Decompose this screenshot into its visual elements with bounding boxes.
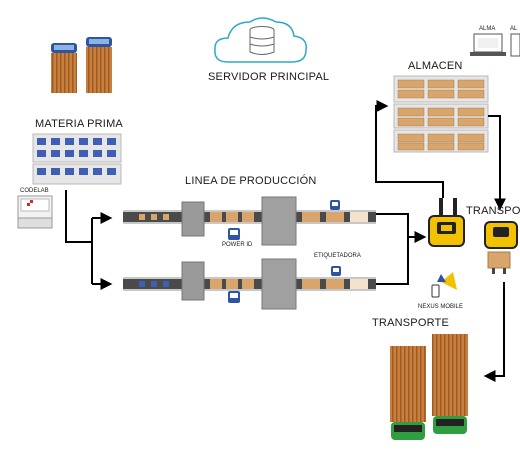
raw-material-label: MATERIA PRIMA: [35, 118, 123, 130]
nexus-scanner-icon: [428, 198, 465, 247]
codelab-printer-icon: [17, 195, 53, 229]
server-label: SERVIDOR PRINCIPAL: [208, 71, 330, 83]
warehouse-label: ALMACEN: [408, 60, 463, 72]
transport-top-label: TRANSPORTE: [466, 205, 520, 217]
flow-arrow-raw-to-lines: [65, 190, 113, 290]
warehouse-shelf-icon: [393, 75, 489, 153]
codelab-label: CODELAB: [20, 188, 49, 194]
flow-arrow-to-trucks: [483, 282, 505, 382]
laptop-icon: [470, 33, 520, 57]
nexus-mobile-label: NEXUS MOBILE: [418, 304, 464, 310]
alma-label: ALMA: [479, 26, 496, 32]
nexus-mobile-icon: [431, 272, 457, 298]
power-id-device-icon: [228, 228, 240, 303]
labeler-label: ETIQUETADORA: [314, 253, 361, 259]
labeler-device-icon: [330, 200, 341, 276]
raw-material-shelf-icon: [32, 133, 122, 185]
flow-arrow-scanner-to-warehouse: [375, 100, 444, 198]
flow-arrow-warehouse-to-transport: [488, 115, 506, 211]
transport-scanner-icon: [484, 221, 518, 274]
raw-material-truck-icon: [51, 37, 112, 93]
alma2-label: AL: [510, 26, 518, 32]
production-line-label: LINEA DE PRODUCCIÓN: [185, 175, 317, 187]
production-line-1: [123, 196, 376, 246]
cloud-server-icon: [214, 17, 307, 63]
flow-arrow-lines-to-scanner: [376, 213, 427, 285]
transport-truck-icon: [390, 334, 468, 440]
production-line-2: [123, 258, 376, 310]
power-id-label: POWER ID: [222, 242, 253, 248]
transport-bottom-label: TRANSPORTE: [372, 317, 449, 329]
